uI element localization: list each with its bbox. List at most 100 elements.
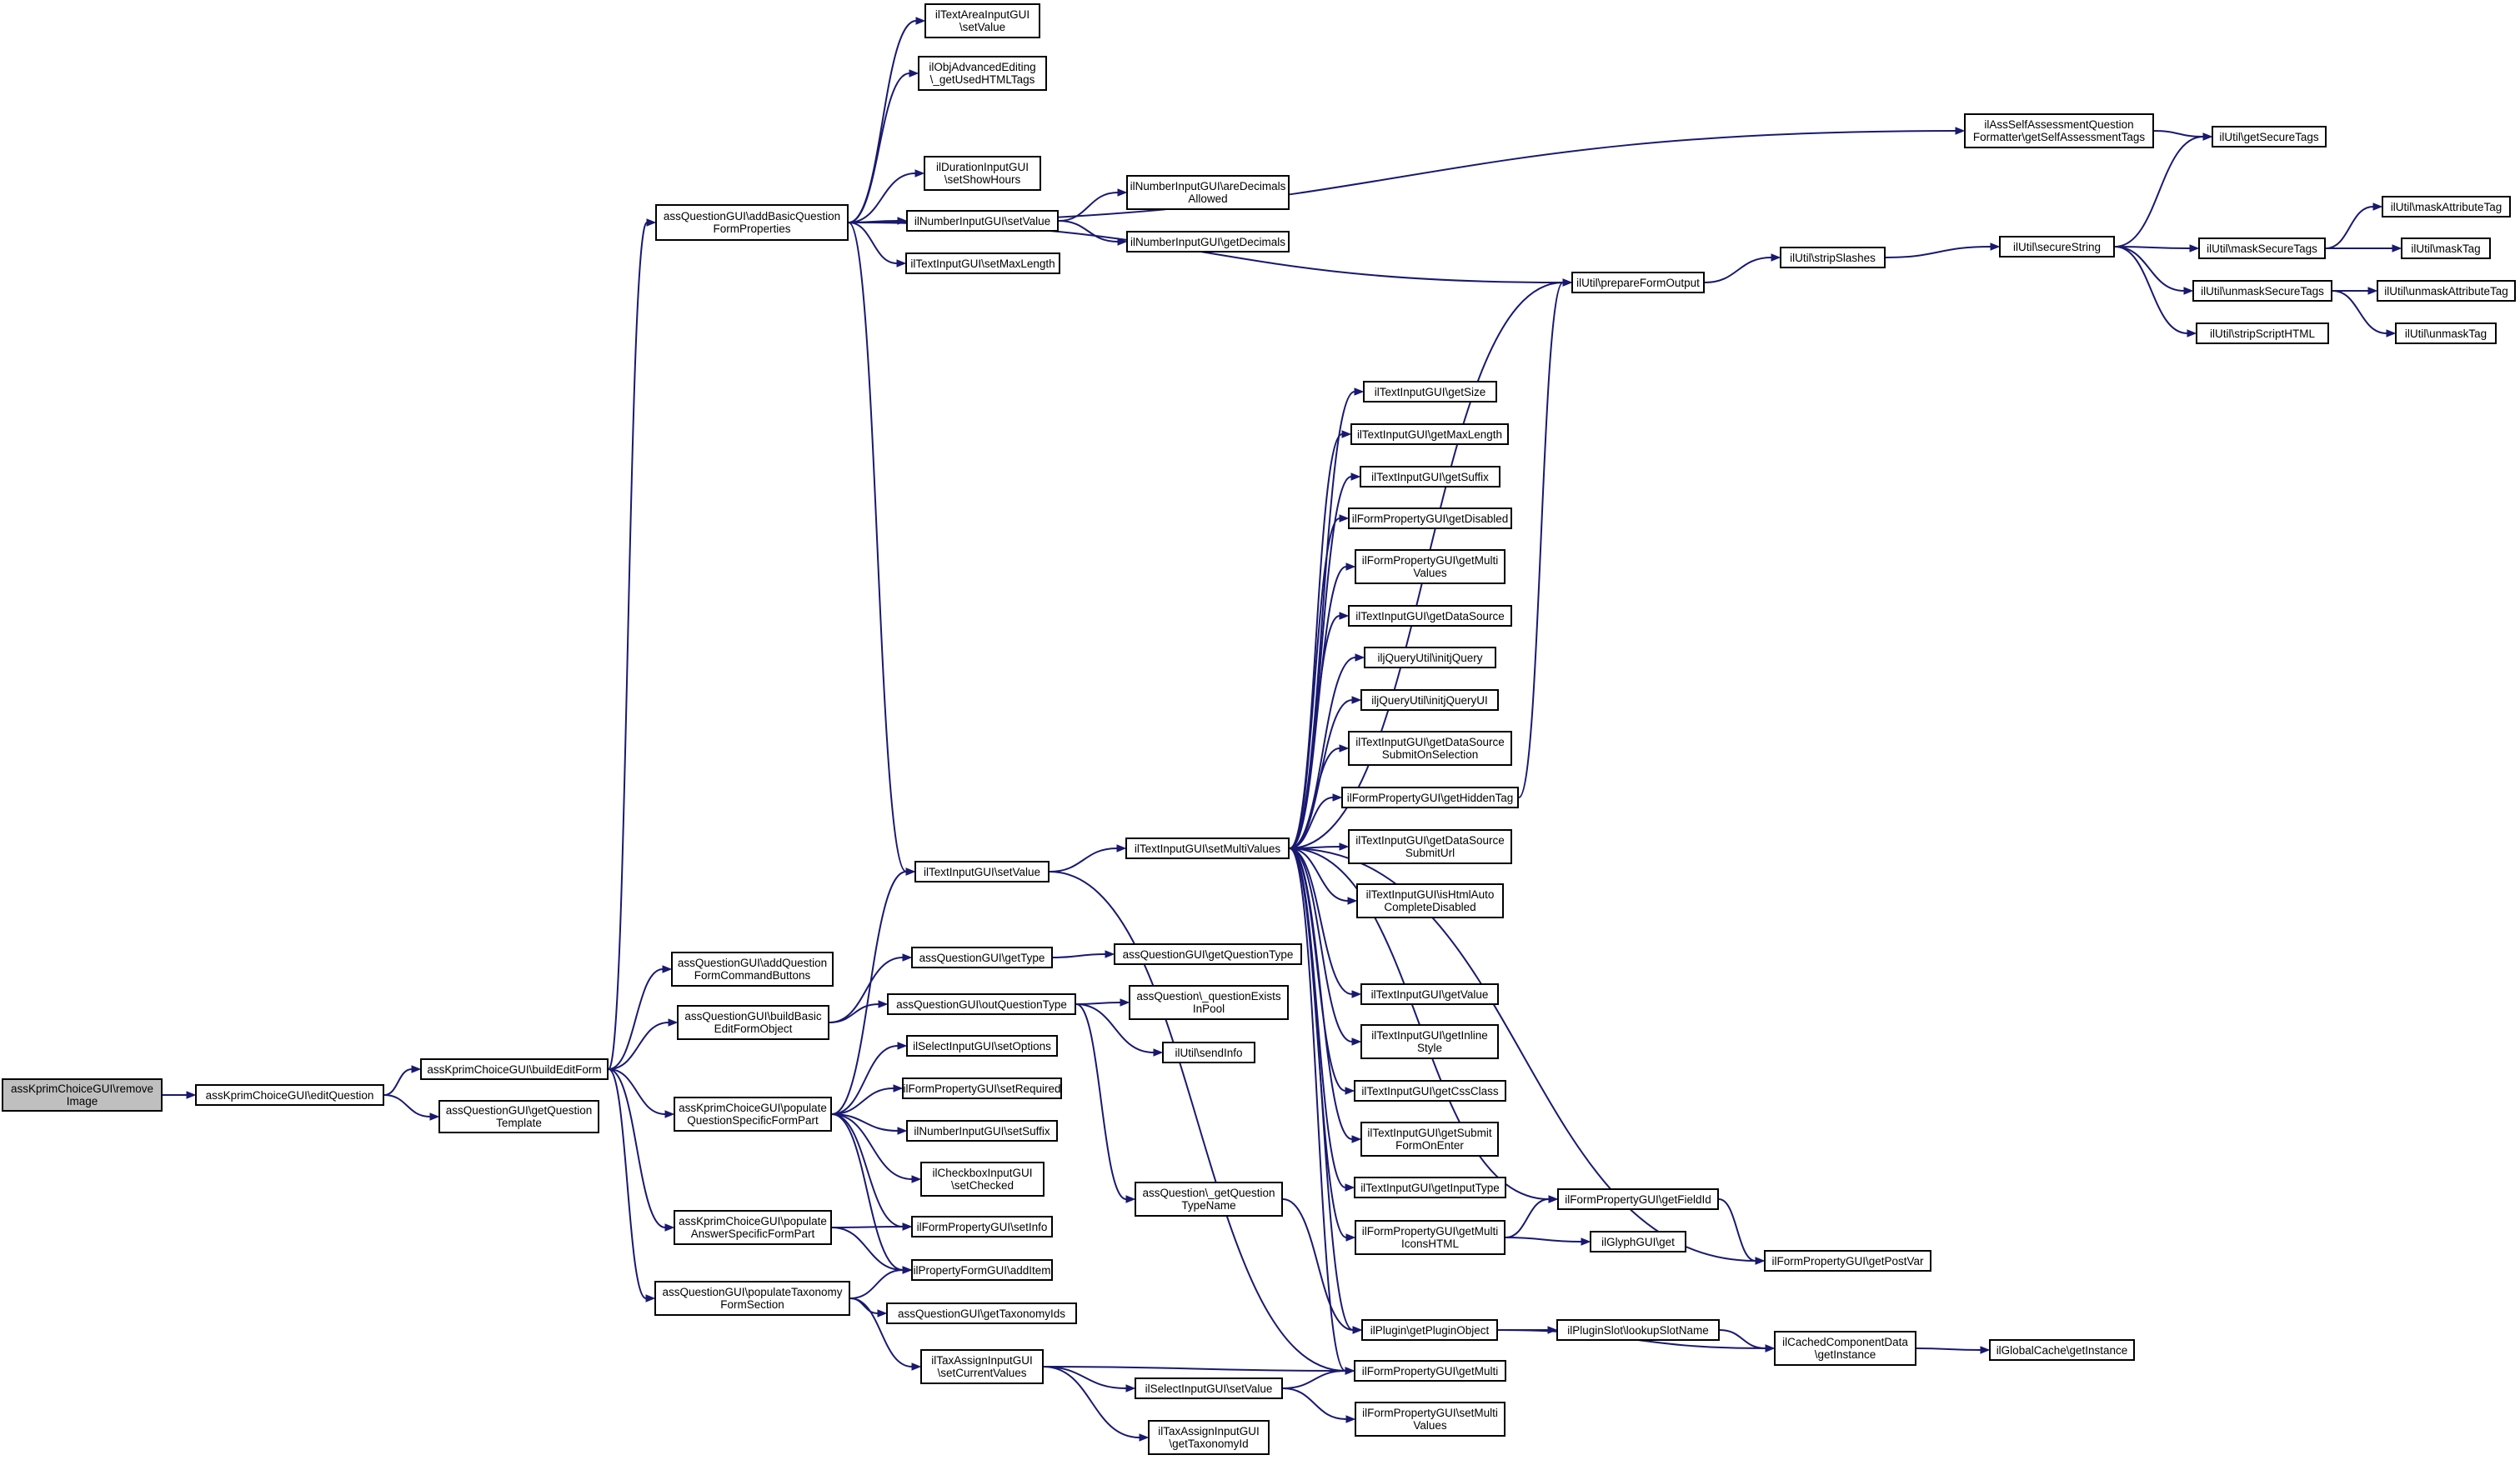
graph-edge-arrowhead	[2367, 287, 2378, 295]
graph-edge	[1049, 848, 1118, 872]
graph-node[interactable]: ilFormPropertyGUI\setRequired	[902, 1078, 1062, 1099]
graph-edge-arrowhead	[662, 965, 673, 973]
graph-node[interactable]: ilGlobalCache\getInstance	[1989, 1339, 2135, 1361]
graph-edge	[1289, 848, 1353, 995]
graph-node[interactable]: assQuestionGUI\getQuestionType	[1114, 943, 1302, 965]
graph-node[interactable]: ilTaxAssignInputGUI \getTaxonomyId	[1148, 1420, 1270, 1455]
graph-node[interactable]: assKprimChoiceGUI\populate QuestionSpeci…	[674, 1097, 832, 1132]
graph-node[interactable]: ilUtil\unmaskSecureTags	[2192, 280, 2332, 302]
graph-node[interactable]: ilSelectInputGUI\setOptions	[906, 1035, 1058, 1057]
graph-node[interactable]: assQuestionGUI\getType	[911, 947, 1053, 968]
graph-node[interactable]: ilTextInputGUI\getValue	[1360, 983, 1499, 1005]
graph-node[interactable]: ilNumberInputGUI\areDecimals Allowed	[1126, 175, 1290, 210]
graph-node[interactable]: ilTextInputGUI\isHtmlAuto CompleteDisabl…	[1356, 883, 1504, 918]
graph-node[interactable]: assQuestionGUI\getTaxonomyIds	[886, 1302, 1077, 1324]
graph-edge-arrowhead	[1352, 1326, 1363, 1334]
graph-node[interactable]: ilSelectInputGUI\setValue	[1135, 1378, 1283, 1399]
graph-node[interactable]: ilCheckboxInputGUI \setChecked	[920, 1162, 1045, 1197]
graph-node[interactable]: ilTaxAssignInputGUI \setCurrentValues	[920, 1349, 1044, 1384]
graph-node[interactable]: ilTextInputGUI\setMultiValues	[1125, 838, 1290, 859]
graph-node[interactable]: ilUtil\secureString	[1999, 236, 2115, 258]
graph-node[interactable]: ilFormPropertyGUI\getMulti IconsHTML	[1355, 1220, 1505, 1255]
graph-node[interactable]: ilFormPropertyGUI\getMulti	[1354, 1360, 1506, 1382]
graph-edge-arrowhead	[1117, 238, 1128, 246]
graph-node[interactable]: ilFormPropertyGUI\getHiddenTag	[1341, 787, 1519, 808]
graph-node[interactable]: ilNumberInputGUI\setSuffix	[906, 1120, 1058, 1142]
graph-edge-arrowhead	[1354, 388, 1365, 396]
graph-node[interactable]: ilUtil\maskTag	[2401, 238, 2491, 259]
graph-edge-arrowhead	[1581, 1238, 1591, 1246]
graph-node[interactable]: ilFormPropertyGUI\getPostVar	[1764, 1250, 1931, 1272]
graph-edge-arrowhead	[664, 1223, 675, 1232]
graph-edge-arrowhead	[1351, 1038, 1362, 1046]
graph-node[interactable]: ilUtil\getSecureTags	[2212, 126, 2327, 148]
graph-node[interactable]: ilTextInputGUI\getDataSource	[1348, 605, 1512, 627]
graph-edge	[848, 172, 916, 223]
graph-node[interactable]: ilUtil\stripScriptHTML	[2196, 322, 2329, 344]
graph-edge	[849, 1298, 913, 1368]
graph-node[interactable]: ilPropertyFormGUI\addItem	[911, 1259, 1053, 1281]
graph-node[interactable]: iljQueryUtil\initjQueryUI	[1360, 689, 1499, 711]
graph-node[interactable]: ilUtil\unmaskTag	[2395, 322, 2497, 344]
graph-node[interactable]: assKprimChoiceGUI\buildEditForm	[420, 1058, 609, 1080]
graph-node[interactable]: ilNumberInputGUI\getDecimals	[1126, 231, 1290, 252]
graph-node[interactable]: ilObjAdvancedEditing \_getUsedHTMLTags	[918, 56, 1047, 91]
graph-node[interactable]: ilUtil\stripSlashes	[1780, 247, 1886, 268]
graph-node[interactable]: assQuestionGUI\outQuestionType	[887, 993, 1076, 1015]
graph-node[interactable]: ilTextInputGUI\setMaxLength	[905, 252, 1060, 274]
graph-node[interactable]: ilTextInputGUI\getInputType	[1354, 1177, 1506, 1198]
graph-node[interactable]: iljQueryUtil\initjQuery	[1364, 647, 1496, 668]
graph-node[interactable]: ilNumberInputGUI\setValue	[906, 210, 1059, 232]
graph-node[interactable]: ilTextInputGUI\getCssClass	[1354, 1080, 1506, 1102]
graph-node[interactable]: ilUtil\maskAttributeTag	[2382, 196, 2511, 218]
graph-edge-arrowhead	[1351, 696, 1362, 704]
graph-node[interactable]: ilAssSelfAssessmentQuestion Formatter\ge…	[1964, 113, 2154, 148]
graph-node[interactable]: ilUtil\sendInfo	[1162, 1042, 1255, 1063]
graph-edge-arrowhead	[1755, 1257, 1766, 1265]
graph-edge-arrowhead	[186, 1091, 197, 1099]
graph-edge-arrowhead	[878, 1000, 889, 1008]
graph-node[interactable]: ilTextInputGUI\getSubmit FormOnEnter	[1360, 1122, 1499, 1157]
graph-edge-arrowhead	[897, 1042, 908, 1050]
graph-node[interactable]: assKprimChoiceGUI\editQuestion	[195, 1084, 384, 1106]
graph-node[interactable]: ilFormPropertyGUI\getFieldId	[1557, 1188, 1719, 1210]
graph-node[interactable]: ilGlyphGUI\get	[1590, 1231, 1686, 1252]
graph-edge	[383, 1068, 413, 1096]
graph-edge	[2114, 246, 2185, 292]
graph-node[interactable]: ilTextInputGUI\getInline Style	[1360, 1024, 1499, 1059]
graph-node[interactable]: assQuestionGUI\addQuestion FormCommandBu…	[671, 952, 834, 987]
graph-node[interactable]: ilPlugin\getPluginObject	[1361, 1319, 1498, 1341]
graph-edge	[1289, 615, 1340, 849]
graph-edge-arrowhead	[896, 259, 907, 268]
graph-edge-arrowhead	[897, 1127, 908, 1135]
graph-node[interactable]: assQuestionGUI\getQuestion Template	[438, 1100, 599, 1133]
graph-node[interactable]: ilUtil\maskSecureTags	[2198, 238, 2326, 259]
graph-node[interactable]: ilTextAreaInputGUI \setValue	[924, 3, 1040, 38]
graph-node[interactable]: ilFormPropertyGUI\getDisabled	[1348, 508, 1512, 529]
graph-node[interactable]: ilDurationInputGUI \setShowHours	[924, 156, 1041, 191]
graph-node[interactable]: ilFormPropertyGUI\setInfo	[911, 1216, 1053, 1238]
graph-edge	[1289, 848, 1353, 1042]
graph-node[interactable]: assQuestionGUI\addBasicQuestion FormProp…	[655, 204, 849, 241]
graph-node[interactable]: ilUtil\unmaskAttributeTag	[2377, 280, 2516, 302]
graph-node[interactable]: assKprimChoiceGUI\populate AnswerSpecifi…	[674, 1210, 832, 1245]
graph-edge-arrowhead	[2202, 132, 2213, 141]
graph-node[interactable]: ilFormPropertyGUI\setMulti Values	[1355, 1402, 1505, 1437]
graph-node[interactable]: ilTextInputGUI\getSize	[1363, 381, 1497, 402]
graph-node[interactable]: ilUtil\prepareFormOutput	[1571, 272, 1705, 293]
graph-node[interactable]: ilTextInputGUI\getSuffix	[1360, 466, 1500, 488]
graph-node[interactable]: assQuestionGUI\buildBasic EditFormObject	[677, 1005, 829, 1040]
graph-node[interactable]: assQuestion\_questionExists InPool	[1129, 985, 1289, 1020]
graph-node[interactable]: ilPluginSlot\lookupSlotName	[1556, 1319, 1720, 1341]
graph-node[interactable]: ilTextInputGUI\getDataSource SubmitOnSel…	[1348, 731, 1512, 766]
graph-node[interactable]: ilFormPropertyGUI\getMulti Values	[1355, 549, 1505, 584]
graph-node[interactable]: assQuestion\_getQuestion TypeName	[1135, 1182, 1283, 1217]
graph-edge	[1718, 1198, 1756, 1262]
graph-edge-arrowhead	[902, 1266, 913, 1274]
graph-node[interactable]: ilTextInputGUI\getDataSource SubmitUrl	[1348, 829, 1512, 864]
graph-node[interactable]: ilTextInputGUI\setValue	[914, 861, 1050, 882]
graph-node[interactable]: assKprimChoiceGUI\remove Image	[2, 1078, 163, 1112]
graph-node[interactable]: ilCachedComponentData \getInstance	[1774, 1331, 1916, 1366]
graph-node[interactable]: assQuestionGUI\populateTaxonomy FormSect…	[654, 1281, 850, 1316]
graph-node[interactable]: ilTextInputGUI\getMaxLength	[1350, 423, 1509, 445]
